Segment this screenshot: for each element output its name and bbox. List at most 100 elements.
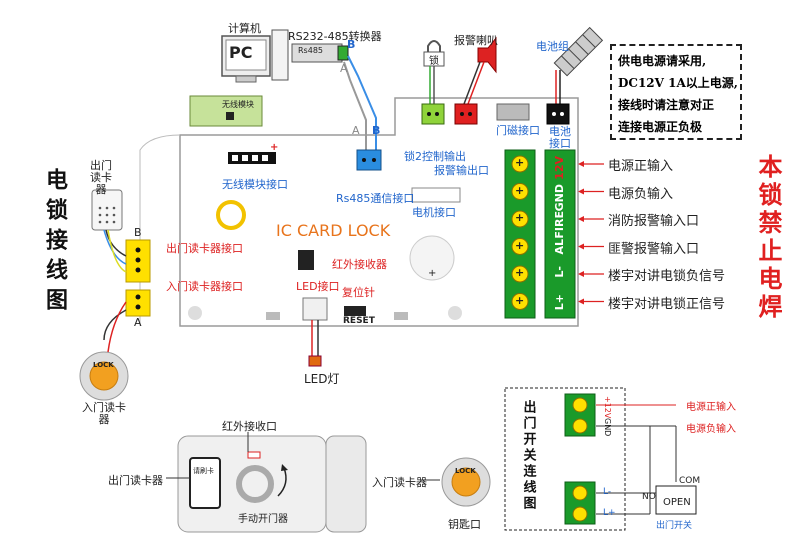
wire-b-top-label: B	[347, 38, 356, 51]
led-light	[308, 355, 322, 367]
lock2-output-label: 锁2控制输出	[404, 150, 466, 163]
wire-a-top-label: A	[340, 62, 348, 75]
exit-switch-button	[655, 485, 697, 515]
battery-label: 电池组	[536, 40, 569, 53]
terminal-screw	[511, 293, 529, 310]
switch-no: NO	[642, 492, 656, 502]
ir-receiver-label: 红外接收器	[332, 258, 387, 271]
terminal-arrow-head	[578, 216, 584, 222]
door-magnet-connector	[496, 103, 530, 121]
ir-receiver	[298, 250, 314, 270]
entry-reader-connector	[125, 289, 151, 317]
switch-power-neg: 电源负输入	[686, 424, 736, 435]
terminal-arrow-head	[578, 298, 584, 305]
terminal-screw	[511, 155, 529, 173]
power-note-line: DC12V 1A以上电源,	[618, 76, 738, 90]
pc-tower	[271, 29, 289, 81]
terminal-screw	[511, 238, 529, 255]
terminal-label: GND	[553, 183, 566, 211]
lock-manual-label: 手动开门器	[238, 514, 288, 525]
terminal-strip	[504, 149, 536, 319]
motor-port-label: 电机接口	[412, 206, 456, 219]
terminal-plus: +	[515, 183, 525, 197]
terminal-arrow-head	[578, 243, 584, 250]
switch-label: 出门开关	[656, 521, 693, 531]
rs485-port-label: Rs485通信接口	[336, 192, 415, 205]
terminal-plus: +	[515, 293, 525, 307]
lock-entry-reader-label: 入门读卡器	[372, 476, 427, 489]
terminal-description: 楼宇对讲电锁负信号	[608, 269, 726, 284]
wire-a	[343, 61, 367, 150]
alarm-connector	[454, 103, 478, 125]
right-title: 本锁禁止电焊	[754, 154, 783, 322]
terminal-plus: +	[515, 238, 525, 252]
reset-text: RESET	[343, 316, 375, 326]
lock-reader-panel	[189, 457, 221, 509]
exit-switch-title: 出门开关连线图	[520, 400, 536, 512]
buzzer	[409, 235, 455, 281]
pc-stand	[235, 75, 257, 83]
entry-connector-a: A	[134, 316, 142, 329]
key-reader-lock-text: LOCK	[455, 467, 476, 475]
terminal-screw	[511, 210, 529, 228]
led-connector	[302, 297, 328, 321]
wireless-module-label: 无线模块	[222, 100, 254, 109]
terminal-description: 消防报警输入口	[608, 214, 700, 229]
lock-ir-port-label: 红外接收口	[222, 420, 277, 433]
exit-reader-label: 出门读卡器	[90, 159, 112, 196]
converter-label: RS232-485转换器	[288, 30, 382, 43]
terminal-arrow-head	[578, 161, 584, 167]
lock-exit-reader-label: 出门读卡器	[108, 474, 163, 487]
terminal-plus: +	[515, 266, 525, 279]
led-port-label: LED接口	[296, 280, 340, 293]
battery-port-label: 电池接口	[549, 125, 571, 150]
switch-com: COM	[679, 476, 701, 486]
board-outline-left	[139, 134, 181, 326]
led-light-label: LED灯	[304, 372, 340, 386]
lock2-connector	[421, 103, 445, 125]
terminal-description: 匪警报警输入口	[608, 241, 700, 257]
converter-device-text: Rs485	[298, 46, 323, 55]
exit-reader-device	[91, 189, 123, 231]
terminal-arrow-head	[578, 188, 584, 195]
rs485-connector	[356, 149, 382, 171]
switch-gnd-label: GND	[603, 418, 612, 437]
terminal-label: 12V	[553, 156, 566, 180]
terminal-description: 楼宇对讲电锁正信号	[608, 296, 726, 312]
terminal-plus: +	[515, 156, 525, 169]
entry-reader-lock-text: LOCK	[93, 361, 114, 369]
alarm-output-label: 报警输出口	[434, 164, 489, 177]
terminal-label: AL	[553, 238, 566, 255]
terminal-labels-bg	[544, 149, 576, 319]
wire-a-bottom-label: A	[352, 124, 360, 137]
power-note-line: 供电电源请采用,	[618, 54, 707, 68]
switch-power-pos: 电源正输入	[686, 402, 736, 413]
terminal-label: FIRE	[553, 211, 566, 239]
wire-b-bottom-label: B	[372, 124, 381, 137]
speaker-label: 报警喇叭	[454, 34, 498, 47]
terminal-screw	[511, 265, 529, 283]
wireless-module-board	[189, 95, 263, 127]
antenna-ring	[216, 200, 246, 230]
manual-opener	[236, 465, 274, 503]
lock-reader-card-text: 请刷卡	[193, 467, 214, 475]
terminal-plus: +	[515, 211, 525, 224]
terminal-description: 电源正输入	[608, 159, 674, 174]
control-board	[179, 97, 579, 327]
motor-connector	[411, 187, 461, 203]
reset-pins	[344, 306, 366, 316]
switch-12v-label: +12V	[603, 396, 612, 419]
board-title: IC CARD LOCK	[276, 221, 391, 240]
exit-reader-port-label: 出门读卡器接口	[166, 242, 243, 255]
padlock-shackle	[427, 40, 441, 54]
svg-text:+: +	[270, 142, 278, 153]
reset-label: 复位针	[342, 286, 375, 299]
padlock-text: 锁	[429, 56, 439, 67]
terminal-label: L+	[553, 293, 566, 310]
left-title: 电锁接线图	[42, 168, 68, 318]
key-hole-label: 钥匙口	[448, 518, 481, 531]
computer-label: 计算机	[228, 22, 261, 35]
exit-connector-b: B	[134, 226, 142, 239]
terminal-label: L-	[553, 266, 566, 278]
